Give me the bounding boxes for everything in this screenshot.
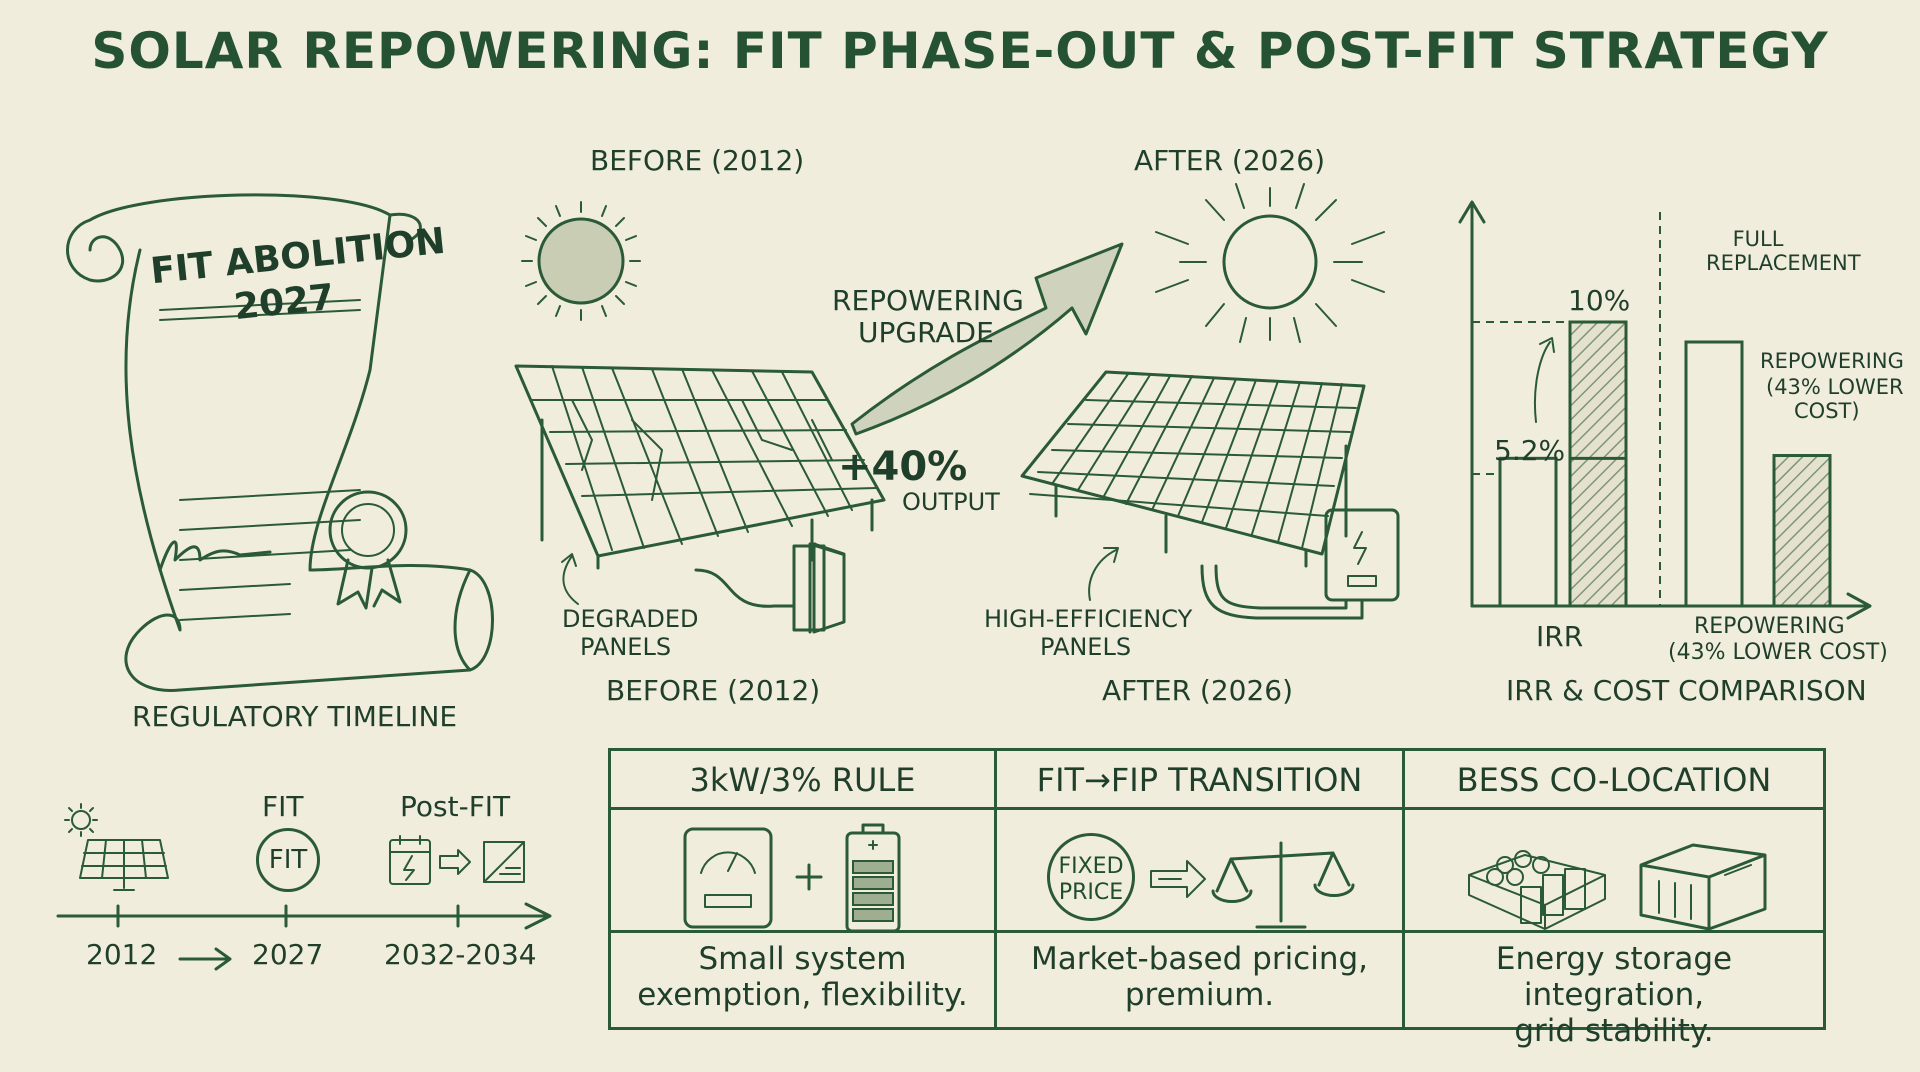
- seal-icon: [328, 490, 408, 610]
- col3-body-line1: Energy storage integration,: [1495, 941, 1733, 1013]
- col1-body: Small system exemption, flexibility.: [611, 930, 994, 1027]
- page-title: SOLAR REPOWERING: FIT PHASE-OUT & POST-F…: [91, 22, 1829, 80]
- bess-storage-icon: [1468, 843, 1767, 931]
- transition-scale-icon: [1150, 841, 1355, 929]
- irr-bar-low: [1498, 456, 1558, 608]
- table-column-fit-fip: FIT→FIP TRANSITION FIXED PRICE Market-ba…: [997, 751, 1405, 1027]
- col3-body: Energy storage integration, grid stabili…: [1405, 930, 1823, 1049]
- irr-bar-high: [1568, 320, 1628, 608]
- after-bottom-label: AFTER (2026): [1102, 674, 1294, 707]
- bottom-repower-line1: REPOWERING: [1694, 614, 1845, 639]
- col1-body-line1: Small system: [698, 941, 907, 977]
- table-column-bess: BESS CO-LOCATION Energy storage integrat…: [1405, 751, 1823, 1049]
- degraded-label-line1: DEGRADED: [562, 605, 699, 633]
- fixed-price-line2: PRICE: [1058, 880, 1124, 905]
- arrow-label-line2: UPGRADE: [858, 316, 994, 349]
- timeline-year-2012: 2012: [86, 938, 158, 971]
- degraded-label-line2: PANELS: [580, 633, 672, 661]
- table-column-3kw-rule: 3kW/3% RULE Small system exemption, flex…: [611, 751, 997, 1027]
- efficient-label-line2: PANELS: [1040, 633, 1132, 661]
- timeline-fit-label: FIT: [262, 790, 304, 823]
- fixed-price-line1: FIXED: [1058, 854, 1124, 879]
- efficient-pointer-icon: [1088, 547, 1119, 601]
- fixed-price-badge: FIXED PRICE: [1047, 833, 1135, 921]
- dim-sun-icon: [521, 201, 641, 321]
- output-gain-label: OUTPUT: [902, 488, 1000, 516]
- timeline-year-2027: 2027: [252, 938, 324, 971]
- arrow-label-line1: REPOWERING: [832, 284, 1024, 317]
- repower-label-line1: REPOWERING: [1760, 349, 1904, 373]
- irr-cost-chart: [1458, 200, 1872, 620]
- output-gain-value: +40%: [838, 444, 968, 490]
- col2-body-line2: premium.: [1124, 977, 1275, 1013]
- col3-body-line2: grid stability.: [1514, 1013, 1714, 1049]
- irr-high-label: 10%: [1568, 284, 1631, 317]
- bright-sun-icon: [1155, 183, 1385, 343]
- postfit-calendar-icon: [389, 835, 525, 885]
- repower-label-line3: COST): [1794, 399, 1860, 423]
- degraded-inverter-icon: [694, 542, 846, 634]
- timeline-year-2032: 2032-2034: [384, 938, 537, 971]
- irr-axis-label: IRR: [1536, 620, 1584, 653]
- meter-battery-icon: [683, 823, 901, 933]
- col1-body-line2: exemption, flexibility.: [637, 977, 968, 1013]
- after-top-label: AFTER (2026): [1134, 144, 1326, 177]
- timeline-axis: [56, 902, 552, 930]
- bottom-repower-line2: (43% LOWER COST): [1668, 640, 1888, 665]
- comparison-caption: IRR & COST COMPARISON: [1506, 674, 1867, 707]
- before-top-label: BEFORE (2012): [590, 144, 805, 177]
- efficient-panel-illustration: [1020, 370, 1366, 568]
- col3-heading: BESS CO-LOCATION: [1405, 751, 1823, 810]
- col2-heading: FIT→FIP TRANSITION: [997, 751, 1402, 810]
- col2-body-line1: Market-based pricing,: [1030, 941, 1369, 977]
- col2-body: Market-based pricing, premium.: [997, 930, 1402, 1027]
- irr-low-label: 5.2%: [1494, 434, 1566, 467]
- full-replacement-line2: REPLACEMENT: [1706, 251, 1861, 275]
- before-bottom-label: BEFORE (2012): [606, 674, 821, 707]
- degraded-panel-illustration: [514, 364, 886, 570]
- degraded-pointer-icon: [561, 553, 579, 605]
- strategy-table: 3kW/3% RULE Small system exemption, flex…: [608, 748, 1826, 1049]
- cost-bar-repowering: [1772, 454, 1832, 608]
- upgrade-arrow-icon: [850, 242, 1124, 436]
- scroll-illustration: [66, 193, 494, 692]
- full-replacement-line1: FULL: [1732, 227, 1784, 251]
- timeline-arrow-icon: [178, 947, 232, 971]
- timeline-panel-icon: [79, 839, 169, 891]
- efficient-label-line1: HIGH-EFFICIENCY: [984, 605, 1193, 633]
- cost-bar-full-replacement: [1684, 340, 1744, 608]
- efficient-inverter-icon: [1200, 508, 1400, 620]
- repower-label-line2: (43% LOWER: [1766, 375, 1904, 399]
- timeline-sun-icon: [64, 803, 98, 837]
- col1-heading: 3kW/3% RULE: [611, 751, 994, 810]
- scroll-caption: REGULATORY TIMELINE: [132, 700, 458, 733]
- timeline-postfit-label: Post-FIT: [400, 790, 511, 823]
- fit-badge: FIT: [256, 828, 320, 892]
